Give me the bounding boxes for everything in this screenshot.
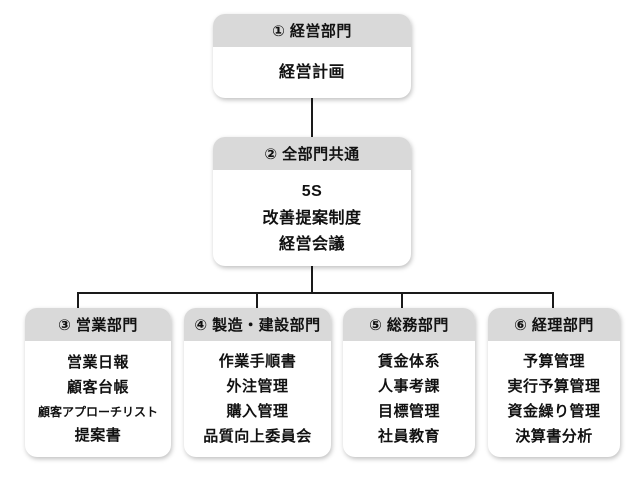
- node-title: ③ 営業部門: [58, 317, 138, 334]
- node-header: ④ 製造・建設部門: [184, 308, 331, 344]
- node-title: ② 全部門共通: [264, 146, 360, 163]
- node-item: 営業日報: [66, 353, 129, 371]
- node-header: ② 全部門共通: [213, 137, 411, 173]
- node-header: ③ 営業部門: [25, 308, 171, 344]
- node-item: 顧客台帳: [66, 379, 129, 397]
- node-4-manufacturing-construction-dept: ④ 製造・建設部門 作業手順書 外注管理 購入管理 品質向上委員会: [184, 308, 331, 457]
- node-1-management-dept: ① 経営部門 経営計画: [213, 14, 411, 98]
- node-item: 賃金体系: [377, 353, 440, 370]
- node-body: 予算管理 実行予算管理 資金繰り管理 決算書分析: [488, 344, 620, 457]
- node-item: 顧客アプローチリスト: [37, 405, 158, 420]
- node-header: ⑥ 経理部門: [488, 308, 620, 344]
- node-item: 改善提案制度: [262, 209, 362, 227]
- node-header: ① 経営部門: [213, 14, 411, 50]
- node-item: 作業手順書: [218, 353, 297, 370]
- node-6-accounting-dept: ⑥ 経理部門 予算管理 実行予算管理 資金繰り管理 決算書分析: [488, 308, 620, 457]
- node-2-all-departments-common: ② 全部門共通 5S 改善提案制度 経営会議: [213, 137, 411, 266]
- node-body: 賃金体系 人事考課 目標管理 社員教育: [343, 344, 475, 457]
- node-body: 経営計画: [213, 50, 411, 98]
- node-body: 5S 改善提案制度 経営会議: [213, 173, 411, 266]
- node-item: 外注管理: [226, 378, 289, 395]
- branch-drop-node3: [77, 292, 79, 309]
- node-item: 経営計画: [278, 64, 345, 82]
- node-item: 決算書分析: [515, 428, 593, 445]
- node-title: ④ 製造・建設部門: [194, 317, 321, 334]
- node-item: 社員教育: [377, 428, 440, 445]
- branch-horizontal-line: [77, 292, 554, 294]
- node-item: 予算管理: [522, 353, 585, 370]
- node-body: 営業日報 顧客台帳 顧客アプローチリスト 提案書: [25, 344, 171, 457]
- node-5-general-affairs-dept: ⑤ 総務部門 賃金体系 人事考課 目標管理 社員教育: [343, 308, 475, 457]
- branch-drop-node5: [401, 292, 403, 309]
- node-item: 実行予算管理: [507, 378, 601, 395]
- node-title: ① 経営部門: [272, 23, 352, 40]
- node-title: ⑤ 総務部門: [369, 317, 449, 334]
- node-item: 人事考課: [377, 378, 440, 395]
- connector-node1-node2: [311, 98, 313, 138]
- node-title: ⑥ 経理部門: [514, 317, 594, 334]
- branch-drop-node4: [256, 292, 258, 309]
- connector-node2-branch: [311, 266, 313, 293]
- node-item: 購入管理: [226, 403, 289, 420]
- node-item: 目標管理: [377, 403, 440, 420]
- branch-drop-node6: [552, 292, 554, 309]
- node-header: ⑤ 総務部門: [343, 308, 475, 344]
- node-body: 作業手順書 外注管理 購入管理 品質向上委員会: [184, 344, 331, 457]
- node-item: 品質向上委員会: [203, 428, 312, 445]
- node-item: 資金繰り管理: [507, 403, 601, 420]
- node-3-sales-dept: ③ 営業部門 営業日報 顧客台帳 顧客アプローチリスト 提案書: [25, 308, 171, 457]
- node-item: 5S: [301, 183, 323, 201]
- node-item: 提案書: [74, 427, 122, 445]
- node-item: 経営会議: [278, 236, 345, 254]
